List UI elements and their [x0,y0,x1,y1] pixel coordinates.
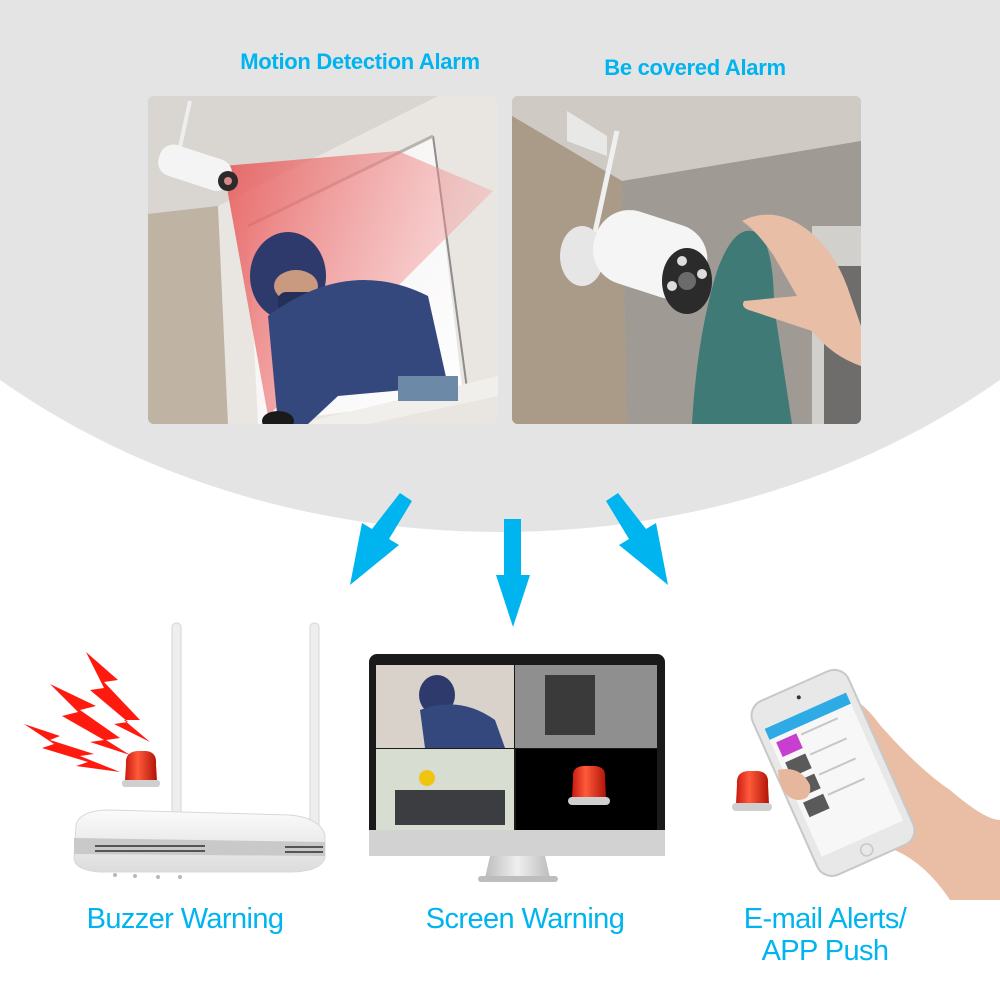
siren-icon [122,751,160,787]
heading-be-covered: Be covered Alarm [604,55,786,80]
heading-motion-detection: Motion Detection Alarm [240,49,480,74]
caption-app-push-line: APP Push [761,935,889,967]
siren-icon [732,771,772,811]
photo-be-covered [512,96,861,424]
arrow-down-icon [495,519,531,627]
arrow-down-left-icon [350,493,420,590]
caption-email-alerts-line: E-mail Alerts/ [743,903,907,935]
siren-icon [568,766,610,805]
nvr-router-image [20,620,350,885]
caption-buzzer-warning: Buzzer Warning [86,903,284,935]
caption-screen-warning: Screen Warning [425,903,625,935]
photo-motion-detection [148,96,498,424]
monitor-image [365,650,670,895]
phone-in-hand-image [720,650,1000,900]
caption-email-app-push: E-mail Alerts/ APP Push [690,903,960,967]
arrow-down-right-icon [598,493,668,590]
